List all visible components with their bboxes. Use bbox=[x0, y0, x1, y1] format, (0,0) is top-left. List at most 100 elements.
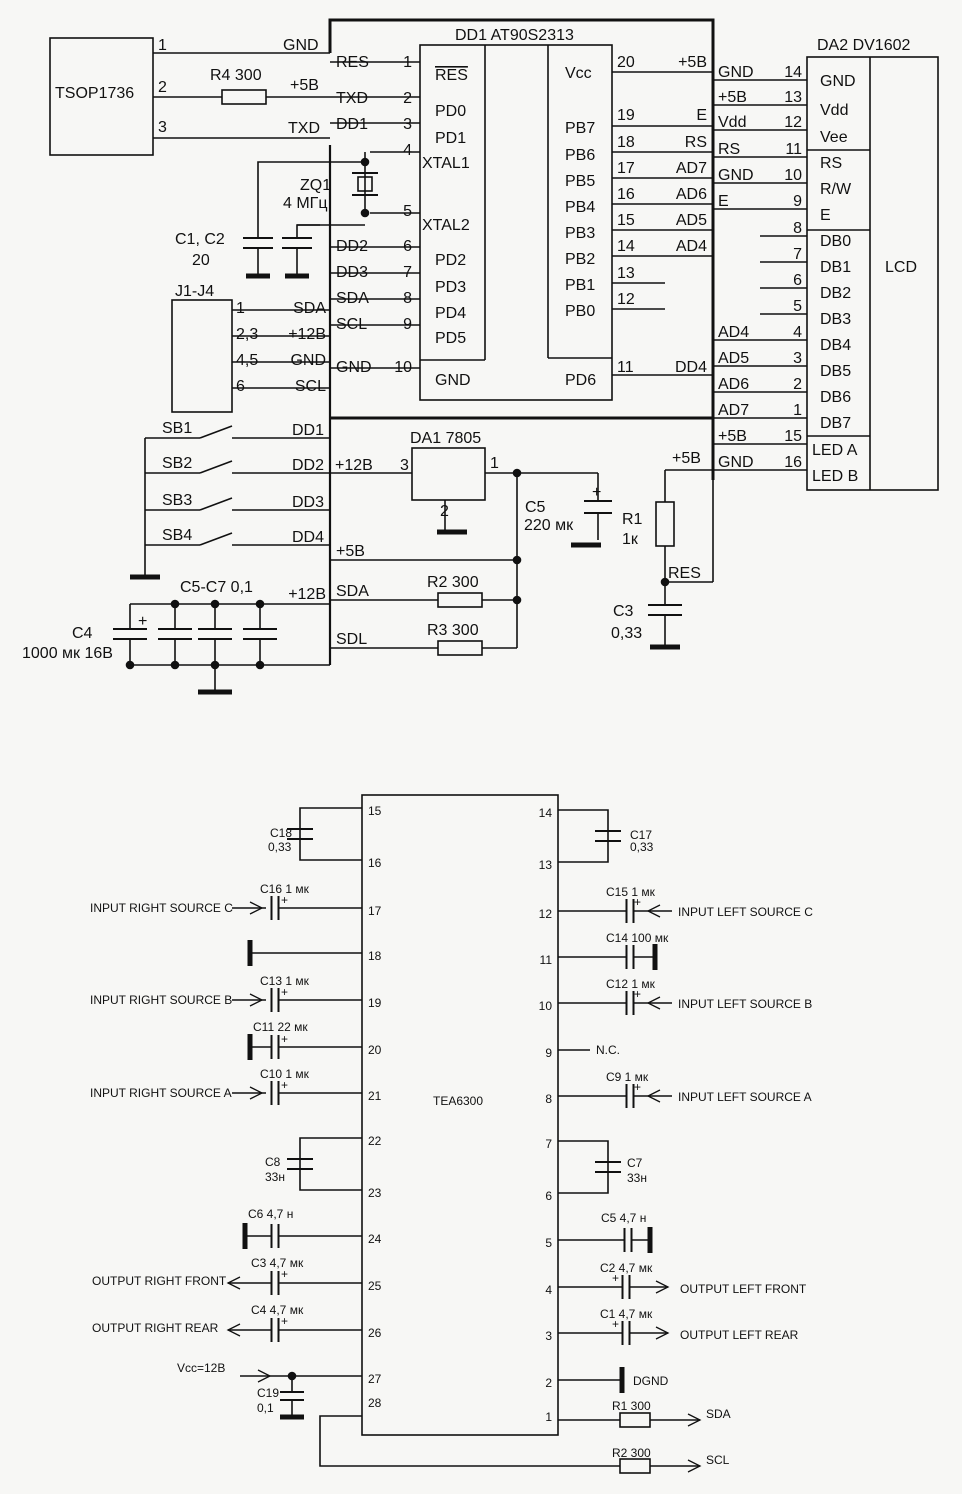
pin-name: RES bbox=[435, 67, 468, 84]
pin-number: 9 bbox=[545, 1046, 552, 1060]
label-bottom-schematic-vcc: Vcc=12В bbox=[177, 1361, 225, 1375]
junction-dot bbox=[512, 595, 522, 605]
regulator-da1 bbox=[411, 447, 486, 501]
label-c5-name: C5 bbox=[525, 499, 546, 516]
tea6300-chip bbox=[361, 794, 559, 1436]
pin-number: 3 bbox=[793, 350, 802, 367]
pin-number: 22 bbox=[368, 1134, 382, 1148]
polarity-plus-icon: + bbox=[138, 613, 147, 630]
pin-number: 15 bbox=[368, 804, 382, 818]
label-connector-name: J1-J4 bbox=[175, 283, 214, 300]
pin-number: 14 bbox=[539, 806, 553, 820]
label-bottom-schematic-sda: SDA bbox=[706, 1407, 731, 1421]
label-bottom-schematic-c10: C10 1 мк bbox=[260, 1067, 310, 1081]
label-bus-sdl: SDL bbox=[336, 631, 367, 648]
pin-number: 15 bbox=[784, 428, 802, 445]
net-label: RS bbox=[718, 141, 740, 158]
pin-number: 20 bbox=[617, 54, 635, 71]
polarity-plus-icon: + bbox=[281, 1314, 288, 1328]
net-label: AD5 bbox=[676, 212, 707, 229]
arrow-right-icon bbox=[687, 1413, 702, 1427]
pin-number: 1 bbox=[236, 300, 245, 317]
pin-number: 5 bbox=[793, 298, 802, 315]
label-c7-value: 33н bbox=[627, 1171, 647, 1185]
wire bbox=[558, 809, 609, 863]
input-label: INPUT LEFT SOURCE A bbox=[678, 1090, 812, 1104]
lcd-pin-name: RS bbox=[820, 155, 842, 172]
pin-number: 26 bbox=[368, 1326, 382, 1340]
pin-number: 21 bbox=[368, 1089, 382, 1103]
lcd-pin-name: LED A bbox=[812, 442, 858, 459]
pin-name: PD0 bbox=[435, 103, 466, 120]
output-label: OUTPUT LEFT REAR bbox=[680, 1328, 799, 1342]
label-r1-res: RES bbox=[668, 565, 701, 582]
net-label: +5B bbox=[718, 428, 747, 445]
pin-number: 23 bbox=[368, 1186, 382, 1200]
label-bottom-schematic-c1: C1 4,7 мк bbox=[600, 1307, 653, 1321]
polarity-plus-icon: + bbox=[281, 1078, 288, 1092]
pin-number: 8 bbox=[403, 290, 412, 307]
label-bus-sda: SDA bbox=[336, 583, 369, 600]
pin-number: 3 bbox=[403, 116, 412, 133]
pin-number: 2 bbox=[793, 376, 802, 393]
label-tsop-vcc: +5B bbox=[290, 77, 319, 94]
arrow-left-icon bbox=[646, 904, 661, 918]
pin-name: XTAL2 bbox=[422, 217, 470, 234]
pin-name: PB3 bbox=[565, 225, 595, 242]
polarity-plus-icon: + bbox=[281, 985, 288, 999]
output-label: OUTPUT LEFT FRONT bbox=[680, 1282, 807, 1296]
label-c19-value: 0,1 bbox=[257, 1401, 274, 1415]
net-label: AD6 bbox=[718, 376, 749, 393]
pin-number: 5 bbox=[403, 203, 412, 220]
lcd-pin-name: GND bbox=[820, 73, 856, 90]
label-c8-value: 33н bbox=[265, 1170, 285, 1184]
pin-number: 12 bbox=[539, 907, 553, 921]
arrow-right-icon bbox=[655, 1326, 670, 1340]
polarity-plus-icon: + bbox=[592, 484, 601, 501]
pin-number: 2,3 bbox=[236, 326, 258, 343]
label-c7-name: C7 bbox=[627, 1156, 643, 1170]
lcd-pin-name: Vee bbox=[820, 129, 848, 146]
label-bottom-schematic-r1: R1 300 bbox=[612, 1399, 651, 1413]
pin-number: 3 bbox=[545, 1329, 552, 1343]
label-dd1-title: DD1 AT90S2313 bbox=[455, 27, 574, 44]
label-bottom-schematic-c2: C2 4,7 мк bbox=[600, 1261, 653, 1275]
wire bbox=[299, 1137, 362, 1191]
wires bbox=[49, 18, 939, 1474]
pin-number: 12 bbox=[617, 291, 635, 308]
pin-number: 13 bbox=[617, 265, 635, 282]
resistor-r1 bbox=[655, 501, 675, 547]
pin-number: 6 bbox=[545, 1189, 552, 1203]
switch-contact bbox=[199, 497, 233, 511]
pin-number: 1 bbox=[793, 402, 802, 419]
label-bottom-schematic-dgnd: DGND bbox=[633, 1374, 669, 1388]
net-label: DD4 bbox=[675, 359, 707, 376]
net-label: RS bbox=[685, 134, 707, 151]
label-c17-name: C17 bbox=[630, 828, 652, 842]
lcd-pin-name: DB5 bbox=[820, 363, 851, 380]
pin-number: 20 bbox=[368, 1043, 382, 1057]
pin-number: 11 bbox=[785, 141, 802, 158]
resistor-r4 bbox=[221, 89, 267, 105]
pin-number: 9 bbox=[793, 193, 802, 210]
label-zq1-value: 4 МГц bbox=[283, 195, 328, 212]
output-label: OUTPUT RIGHT FRONT bbox=[92, 1274, 227, 1288]
label-tsop-pin2: 2 bbox=[158, 79, 167, 96]
junction-dot bbox=[360, 208, 370, 218]
junction-dot bbox=[170, 599, 180, 609]
switch-contact bbox=[199, 425, 233, 439]
pin-number: 27 bbox=[368, 1372, 382, 1386]
pin-name: PB2 bbox=[565, 251, 595, 268]
resistor-r1 bbox=[619, 1412, 651, 1428]
pin-name: PB5 bbox=[565, 173, 595, 190]
arrow-right-icon bbox=[257, 1369, 272, 1383]
pin-number: 4 bbox=[403, 142, 412, 159]
input-label: INPUT LEFT SOURCE B bbox=[678, 997, 812, 1011]
pin-number: 7 bbox=[403, 264, 412, 281]
label-c18-value: 0,33 bbox=[268, 840, 292, 854]
pin-number: 19 bbox=[368, 996, 382, 1010]
label-bus-v12: +12B bbox=[288, 586, 326, 603]
net-label: DD3 bbox=[292, 494, 324, 511]
lcd-pin-name: DB7 bbox=[820, 415, 851, 432]
arrow-right-icon bbox=[687, 1459, 702, 1473]
